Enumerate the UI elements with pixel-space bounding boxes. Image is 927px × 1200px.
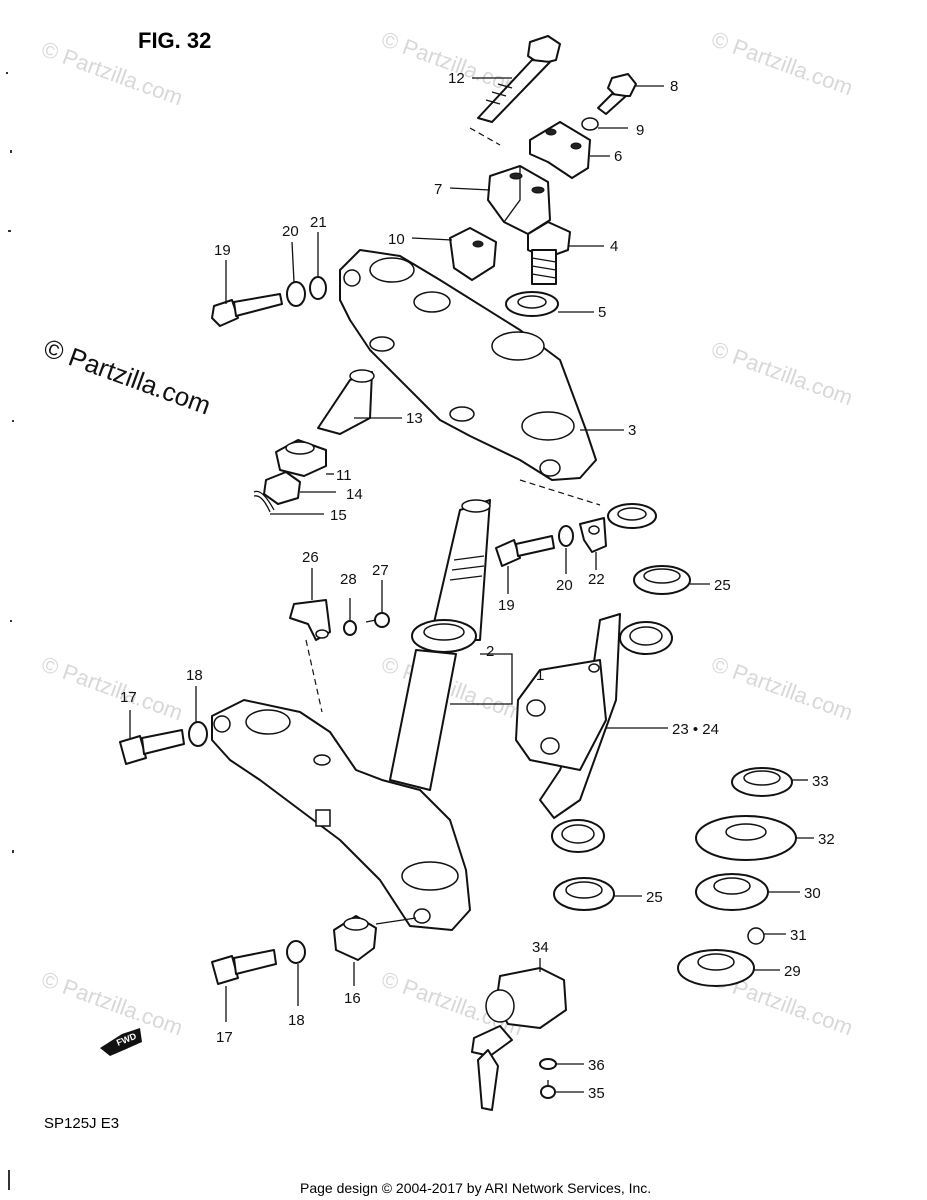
callout-7: 7	[434, 181, 442, 198]
part-30-race	[695, 873, 769, 911]
part-17-bolt-a	[119, 729, 185, 765]
callout-25a: 25	[714, 577, 731, 594]
callout-11: 11	[336, 467, 352, 484]
part-4-bolt	[527, 221, 571, 285]
part-26-clamp	[289, 599, 331, 641]
callout-26: 26	[302, 549, 319, 566]
callout-19b: 19	[498, 597, 515, 614]
part-20-washer-b	[558, 525, 574, 547]
callout-21: 21	[310, 214, 327, 231]
watermark-9: © Partzilla.com	[38, 966, 186, 1040]
callout-32: 32	[818, 831, 835, 848]
dash-3-22	[519, 479, 601, 506]
callout-1: 1	[536, 667, 544, 684]
part-23-24-bracket	[515, 613, 673, 853]
model-code: SP125J E3	[44, 1115, 119, 1132]
callout-28: 28	[340, 571, 357, 588]
part-15-cotter-pin	[253, 490, 275, 513]
part-34-ignition-lock	[471, 967, 567, 1111]
callout-17b: 17	[216, 1029, 233, 1046]
part-7-holder	[487, 165, 551, 235]
watermark-5: © Partzilla.com	[708, 336, 856, 410]
part-1-lower-bracket	[211, 699, 471, 931]
part-5-cushion	[505, 291, 559, 317]
part-36-washer	[539, 1058, 557, 1070]
callout-3: 3	[628, 422, 636, 439]
callout-23-24: 23 • 24	[672, 721, 719, 738]
callout-22: 22	[588, 571, 605, 588]
callout-15: 15	[330, 507, 347, 524]
callout-29: 29	[784, 963, 801, 980]
watermark-8: © Partzilla.com	[708, 651, 856, 725]
callout-16: 16	[344, 990, 361, 1007]
watermark-3: © Partzilla.com	[708, 26, 856, 100]
watermark-6: © Partzilla.com	[38, 651, 186, 725]
callout-12: 12	[448, 70, 465, 87]
part-11-cap	[275, 439, 327, 477]
part-22-plate	[579, 517, 607, 553]
part-27-screw	[365, 612, 390, 628]
callout-20b: 20	[556, 577, 573, 594]
callout-30: 30	[804, 885, 821, 902]
callout-34: 34	[532, 939, 549, 956]
part-29-race	[677, 949, 755, 987]
part-25-grommet-a	[633, 565, 691, 595]
part-25-grommet-b	[553, 877, 615, 911]
part-31-ball	[747, 927, 765, 945]
callout-10: 10	[388, 231, 405, 248]
part-3-upper-bracket	[339, 249, 597, 481]
part-17-bolt-b	[211, 949, 277, 985]
callout-labels: 1 2 3 4 5 6 7 8 9 10 11 12 13 14 15 16 1…	[120, 70, 835, 1102]
dash-12	[469, 127, 501, 146]
part-33-nut	[731, 767, 793, 797]
callout-19a: 19	[214, 242, 231, 259]
part-21-washer	[309, 276, 327, 300]
part-28-washer	[343, 620, 357, 636]
figure-title: FIG. 32	[138, 28, 211, 53]
callout-2: 2	[486, 643, 494, 660]
part-2-steering-stem	[389, 499, 491, 791]
callout-27: 27	[372, 562, 389, 579]
part-18-washer-b	[286, 940, 306, 964]
callout-18a: 18	[186, 667, 203, 684]
leader-1-2	[450, 653, 513, 705]
part-20-washer-a	[286, 281, 306, 307]
watermark-main: © Partzilla.com	[40, 332, 215, 420]
callout-6: 6	[614, 148, 622, 165]
dash-26	[305, 639, 323, 713]
part-16-fitting	[333, 915, 417, 961]
callout-36: 36	[588, 1057, 605, 1074]
callout-14: 14	[346, 486, 363, 503]
callout-13: 13	[406, 410, 423, 427]
part-19-bolt-b	[495, 535, 555, 567]
part-13-collar	[317, 369, 375, 435]
callout-17a: 17	[120, 689, 137, 706]
callout-31: 31	[790, 927, 807, 944]
part-18-washer-a	[188, 721, 208, 747]
leader-lines	[129, 77, 814, 1093]
page-footer: Page design © 2004-2017 by ARI Network S…	[300, 1180, 651, 1196]
part-12-bolt	[477, 35, 561, 123]
part-35-screw	[540, 1080, 556, 1099]
part-10-cushion	[449, 227, 497, 281]
part-8-bolt	[597, 73, 637, 115]
scan-specks	[6, 72, 14, 1190]
part-9-washer	[581, 117, 599, 131]
callout-5: 5	[598, 304, 606, 321]
part-14-nut	[263, 471, 301, 505]
callout-18b: 18	[288, 1012, 305, 1029]
callout-20a: 20	[282, 223, 299, 240]
part-6-clamp-cap	[529, 121, 591, 179]
callout-9: 9	[636, 122, 644, 139]
callout-35: 35	[588, 1085, 605, 1102]
part-19-bolt-a	[211, 293, 283, 327]
callout-4: 4	[610, 238, 618, 255]
fwd-direction-badge: FWD	[100, 1028, 142, 1056]
callout-25b: 25	[646, 889, 663, 906]
callout-33: 33	[812, 773, 829, 790]
part-32-cover	[695, 815, 797, 861]
part-25-grommet-a-top	[607, 503, 657, 529]
callout-8: 8	[670, 78, 678, 95]
